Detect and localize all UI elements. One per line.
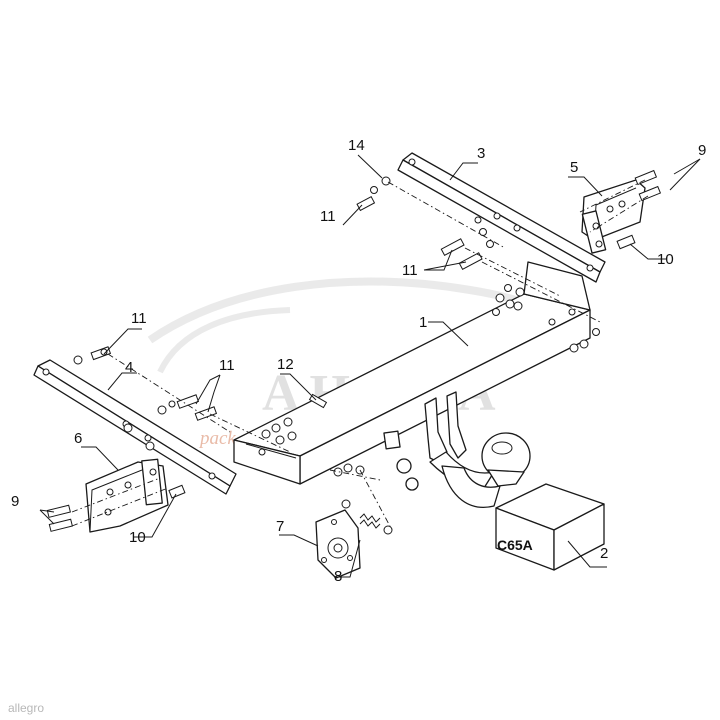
side-plate-6 [85,458,169,533]
socket-bracket-7 [315,509,361,579]
tow-ball [481,432,531,487]
callout-11-lower: 11 [219,357,235,374]
callout-11-center: 11 [402,262,418,279]
callout-9-left: 9 [11,493,19,510]
image-credit: allegro [8,701,44,715]
assembly-centerlines [71,179,649,531]
callout-10-left: 10 [129,529,146,546]
callout-4: 4 [125,359,133,376]
callout-11-left: 11 [131,310,147,327]
callout-12: 12 [277,356,294,373]
bracket-bar-3 [397,152,606,283]
side-plate-5 [581,179,646,254]
callout-3: 3 [477,145,485,162]
main-beam-1 [233,261,591,485]
electrical-kit-box-2: C65A [495,483,605,571]
callout-7: 7 [276,518,284,535]
socket-hardware-8 [341,499,393,535]
callout-2: 2 [600,545,608,562]
callout-14: 14 [348,137,365,154]
callout-8: 8 [334,568,342,585]
callout-1: 1 [419,314,427,331]
callout-10-right: 10 [657,251,674,268]
callout-6: 6 [74,430,82,447]
fastener-set [46,169,662,532]
callout-5: 5 [570,159,578,176]
callout-9-right: 9 [698,142,706,159]
leader-lines [39,154,701,578]
callout-numbers: 1 2 3 4 5 6 7 8 9 9 10 10 11 11 11 11 12… [11,137,706,585]
box-label: C65A [497,537,533,553]
callout-11-top: 11 [320,208,336,225]
tow-ball-neck [383,391,501,508]
